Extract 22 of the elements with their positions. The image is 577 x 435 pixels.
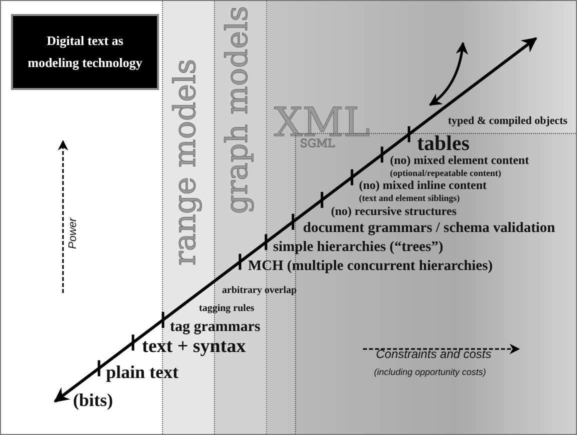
scale-label: tables — [417, 132, 470, 156]
band-label: range models — [171, 59, 201, 266]
scale-label: text + syntax — [142, 337, 246, 358]
scale-label: tagging rules — [199, 303, 254, 314]
scale-label: (no) recursive structures — [331, 205, 457, 218]
scale-label: MCH (multiple concurrent hierarchies) — [248, 259, 493, 275]
band-label: graph models — [223, 6, 253, 214]
scale-label: arbitrary overlap — [222, 285, 297, 296]
scale-label: (text and element siblings) — [359, 194, 460, 204]
scale-label: document grammars / schema validation — [303, 221, 556, 237]
scale-label: plain text — [106, 363, 179, 383]
scale-label: tag grammars — [170, 319, 260, 336]
scale-label: (bits) — [73, 391, 113, 411]
title-text: Digital text as modeling technology — [26, 32, 144, 72]
band-label: SGML — [300, 138, 335, 149]
scale-label: simple hierarchies (“trees”) — [273, 240, 444, 256]
axis-label: Constraints and costs — [376, 348, 492, 362]
axis-label: Power — [67, 218, 80, 249]
scale-label: (optional/repeatable content) — [390, 169, 502, 179]
scale-label: (no) mixed inline content — [359, 179, 487, 192]
scale-label: (no) mixed element content — [390, 154, 529, 168]
axis-note: (including opportunity costs) — [374, 368, 486, 378]
